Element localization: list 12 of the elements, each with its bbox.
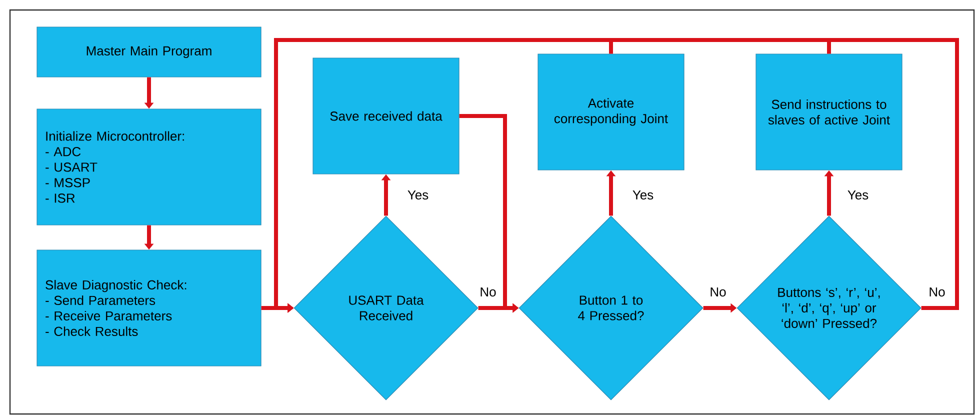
process-box: Initialize Microcontroller: - ADC - USART - MSSP - ISR — [36, 108, 262, 226]
edge-label: Yes — [406, 189, 430, 201]
edge-label: Yes — [631, 189, 655, 201]
edge-label: No — [928, 286, 946, 298]
process-box: Activate corresponding Joint — [538, 54, 684, 170]
process-box: Slave Diagnostic Check: - Send Parameters - Receive Parameters - Check Results — [36, 250, 262, 366]
edge-label: No — [708, 286, 728, 298]
process-box: Send instructions to slaves of active Joint — [756, 54, 902, 170]
edge-label: Yes — [846, 189, 870, 201]
edge-label: No — [478, 286, 498, 298]
process-box: Master Main Program — [36, 26, 262, 78]
process-box: Save received data — [312, 58, 460, 174]
